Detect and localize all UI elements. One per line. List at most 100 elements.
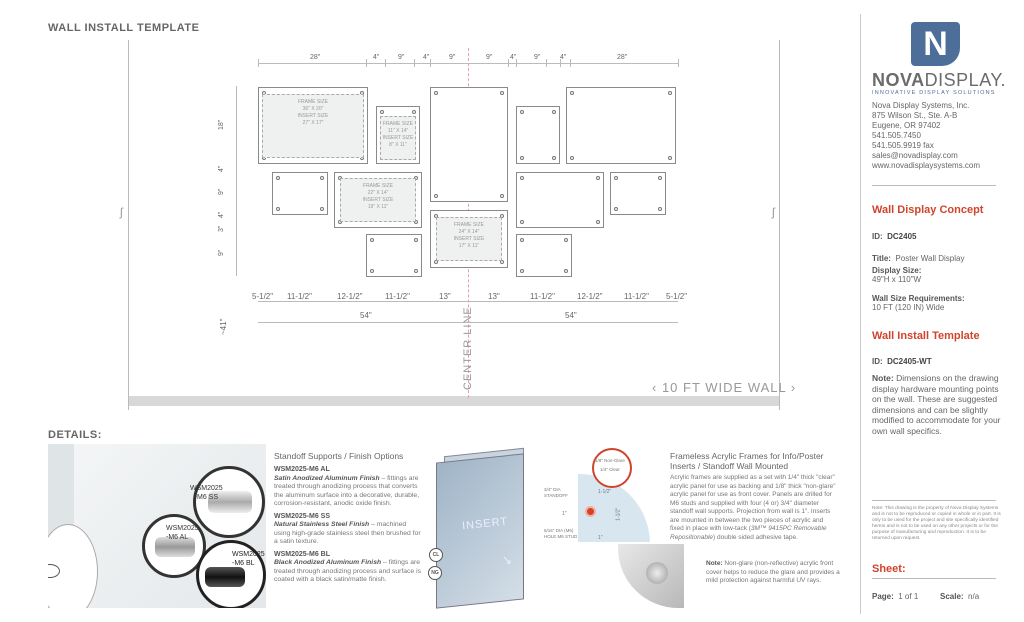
- standoff-al-label: WSM2025 -M6 AL: [166, 525, 199, 541]
- half-width-line: [258, 322, 678, 323]
- acrylic-frame-illustration: INSERT ↘ CL NG 1/8" Non-Glare 1/4" Clear…: [428, 447, 684, 609]
- wall-break-left: ʃ: [120, 205, 123, 219]
- acrylic-frame: [610, 172, 666, 215]
- address-line: 541.505.9919 fax: [872, 141, 934, 150]
- company-logo: N: [911, 22, 960, 66]
- mounting-hole-icon: [658, 176, 662, 180]
- mounting-hole-icon: [668, 91, 672, 95]
- sheet-scale: Scale: n/a: [940, 592, 980, 601]
- mounting-hole-icon: [564, 238, 568, 242]
- standoff-bl-label: WSM2025 -M6 BL: [232, 551, 265, 567]
- frame-title: Frameless Acrylic Frames for Info/Poster…: [670, 451, 824, 471]
- insert-size-text: 36" X 20": [302, 106, 324, 112]
- left-dimension-label: 9": [218, 188, 225, 195]
- insert-size-text: 17" X 11": [458, 243, 480, 249]
- details-heading: DETAILS:: [48, 429, 102, 441]
- mounting-hole-icon: [520, 238, 524, 242]
- divider-1: [872, 185, 996, 186]
- frame-body: Acrylic frames are supplied as a set wit…: [670, 474, 836, 541]
- standoff-item-desc: Black Anodized Aluminum Finish – fitting…: [274, 559, 422, 585]
- insert-size-text: FRAME SIZE: [297, 99, 328, 105]
- mounting-hole-icon: [380, 110, 384, 114]
- standoff-al-circle: [142, 514, 206, 578]
- mounting-hole-icon: [520, 176, 524, 180]
- mounting-hole-icon: [500, 260, 504, 264]
- dimension-tick: [516, 59, 517, 67]
- insert-size-text: 27" X 17": [302, 120, 324, 126]
- company-tagline: INNOVATIVE DISPLAY SOLUTIONS: [872, 90, 996, 96]
- bottom-dimension-label: 11-1/2": [385, 292, 410, 301]
- mounting-hole-icon: [520, 110, 524, 114]
- bottom-dimension-label: 5-1/2": [252, 292, 274, 301]
- mounting-hole-icon: [320, 207, 324, 211]
- mounting-hole-icon: [570, 156, 574, 160]
- standoff-text: Standoff Supports / Finish Options WSM20…: [274, 451, 422, 589]
- stud-dot-icon: [585, 506, 596, 517]
- dimension-tick: [546, 59, 547, 67]
- bottom-dimension-label: 5-1/2": [666, 292, 688, 301]
- left-dimension-label: 18": [218, 119, 225, 130]
- mounting-hole-icon: [276, 176, 280, 180]
- dimension-tick: [258, 59, 259, 67]
- legal-note: Note: This drawing is the property of No…: [872, 506, 1001, 541]
- company-address: Nova Display Systems, Inc.875 Wilson St.…: [872, 101, 1012, 171]
- callout-standoff: 3/4" DIA STANDOFF: [544, 487, 568, 498]
- mounting-hole-icon: [520, 220, 524, 224]
- mounting-hole-icon: [668, 156, 672, 160]
- dim-1: 1-1/2": [598, 489, 612, 495]
- insert-size-text: INSERT SIZE: [297, 113, 329, 119]
- arrow-right-icon: ›: [786, 380, 797, 395]
- standoff-item-text: – machined using high-grade stainless st…: [274, 521, 421, 545]
- center-line-label: CENTER LINE: [462, 306, 474, 390]
- floor-line: [129, 396, 779, 406]
- dim-4: 1": [562, 511, 567, 517]
- standoff-photo: WSM2025 -M6 SS WSM2025 -M6 AL WSM2025 -M…: [48, 444, 266, 608]
- callout-clear: 1/4" Clear: [600, 467, 620, 472]
- concept-size: Display Size:49"H x 110"W: [872, 266, 922, 284]
- wall-width-label: ‹ 10 FT WIDE WALL ›: [652, 380, 797, 395]
- address-line: sales@novadisplay.com: [872, 151, 958, 160]
- top-dimension-label: 4": [510, 54, 517, 61]
- mounting-hole-icon: [596, 220, 600, 224]
- concept-title: Title: Poster Wall Display: [872, 254, 965, 263]
- install-note: Note: Dimensions on the drawing display …: [872, 373, 1001, 436]
- callout-stud: 5/16" DIA (M6) HOLE M6 STUD: [544, 528, 578, 539]
- mounting-hole-icon: [570, 91, 574, 95]
- mounting-hole-icon: [370, 269, 374, 273]
- arrow-icon: ↘: [502, 553, 513, 567]
- standoff-item-desc: Natural Stainless Steel Finish – machine…: [274, 521, 422, 547]
- arrow-left-icon: ‹: [652, 380, 662, 395]
- top-dimension-line: [258, 63, 678, 64]
- insert-size-text: FRAME SIZE: [362, 183, 393, 189]
- bottom-dimension-label: 12-1/2": [337, 292, 363, 301]
- mounting-hole-icon: [414, 269, 418, 273]
- top-dimension-label: 4": [560, 54, 567, 61]
- mounting-hole-icon: [276, 207, 280, 211]
- install-heading: Wall Install Template: [872, 330, 980, 342]
- cl-badge: CL: [429, 548, 443, 562]
- mounting-hole-icon: [500, 91, 504, 95]
- sheet-page: Page: 1 of 1: [872, 592, 919, 601]
- standoff-item-code: WSM2025-M6 SS: [274, 512, 331, 520]
- dim-2: 1": [598, 535, 603, 541]
- bottom-dimension-label: 11-1/2": [530, 292, 555, 301]
- acrylic-frame: [516, 106, 560, 164]
- frame-note: Note: Non-glare (non-reflective) acrylic…: [706, 560, 840, 584]
- standoff-item-code: WSM2025-M6 BL: [274, 550, 331, 558]
- company-name: NOVADISPLAY.: [872, 70, 1007, 90]
- dimension-tick: [508, 59, 509, 67]
- mounting-hole-icon: [614, 207, 618, 211]
- half-width-left: 54": [360, 311, 372, 320]
- standoff-item-name: Natural Stainless Steel Finish: [274, 521, 370, 528]
- dimension-tick: [430, 59, 431, 67]
- sheet-heading: Sheet:: [872, 563, 906, 575]
- concept-requirements: Wall Size Requirements:10 FT (120 IN) Wi…: [872, 294, 965, 312]
- callout-ng: 1/8" Non-Glare: [595, 458, 625, 463]
- acrylic-frame: [516, 234, 572, 277]
